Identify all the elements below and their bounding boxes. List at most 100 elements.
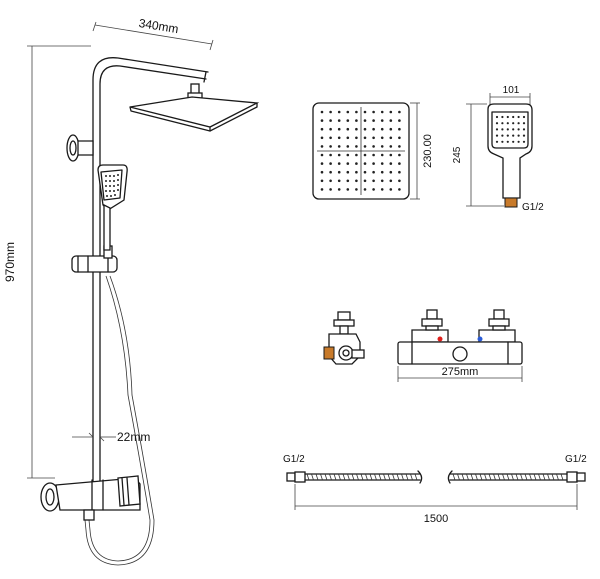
nozzle-dot [346,153,350,157]
nozzle-dot [512,128,515,131]
rail-diameter-label: 22mm [117,430,150,444]
shower-head-top-view: 230.00 [312,102,434,200]
nozzle-dot [355,170,358,174]
hand-shower-on-column [97,164,128,251]
shower-hose: G1/2 G1/2 1500 [283,454,587,525]
nozzle-dot [320,170,324,174]
hose-thread-right-label: G1/2 [565,454,587,465]
nozzle-dot [355,145,358,148]
nozzle-dot [355,162,358,165]
nozzle-dot [337,136,341,140]
nozzle-dot [389,188,393,191]
nozzle-dot [329,170,332,174]
hose-length-label: 1500 [424,513,448,525]
hose-rib [315,473,319,481]
nozzle-dot [346,179,350,183]
shower-column: 340mm [3,16,260,566]
nozzle-dot [363,179,367,183]
hand-shower-nozzles [105,174,119,197]
hose-loop [87,275,151,562]
hose-rib [556,473,559,481]
nozzle-dot [389,110,393,114]
hose-thread-left-label: G1/2 [283,454,305,465]
nozzle-dot [398,145,401,148]
hose-rib [466,473,469,481]
hose-rib [529,473,532,481]
hose-rib [457,473,460,481]
nozzle-dot [380,162,384,165]
hose-rib [360,473,364,481]
nozzle-dot [512,122,515,125]
nozzle-dot [320,162,324,165]
hose-rib [479,473,483,481]
cold-marker [477,336,483,342]
nozzle-dot [329,136,332,140]
nozzle-dot [512,134,515,137]
hose-rib [551,473,555,481]
wall-bracket [66,134,94,162]
nozzle-dot [329,162,332,165]
nozzle-dot [337,110,341,114]
hose-rib [461,473,465,481]
nozzle-dot [398,119,401,122]
hose-rib [452,473,456,481]
nozzle-dot [380,179,384,183]
hose-rib [470,473,474,481]
hose-rib [342,473,346,481]
hose-rib [488,473,492,481]
nozzle-dot [372,145,375,148]
nozzle-dot [329,110,332,114]
nozzle-dot [506,115,509,119]
nozzle-dot [501,128,504,131]
arm-width-dimension: 340mm [92,16,214,51]
nozzle-dot [380,127,384,131]
nozzle-dot [346,145,350,148]
nozzle-dot [337,127,341,131]
nozzle-dot [380,145,384,148]
nozzle-dot [501,122,504,125]
hose-rib [533,473,537,481]
nozzle-dot [372,153,375,157]
hose-rib [502,473,505,481]
nozzle-dot [389,179,393,183]
arm-width-label: 340mm [138,16,180,36]
nozzle-dot [501,134,504,137]
nozzle-dot [522,128,526,131]
hose-rib [520,473,523,481]
total-height-dimension: 970mm [3,45,91,479]
nozzle-dot [372,110,375,114]
nozzle-dot [506,140,509,143]
nozzle-dot [512,115,515,119]
hose-rib [524,473,528,481]
nozzle-dot [346,136,350,140]
nozzle-dot [372,119,375,122]
hand-front-nozzles [495,115,526,143]
hose-rib [365,473,368,481]
nozzle-dot [380,170,384,174]
nozzle-dot [355,188,358,191]
nozzle-dot [320,127,324,131]
hose-rib [405,473,409,481]
hose-rib [547,473,550,481]
nozzle-dot [363,162,367,165]
nozzle-dot [517,128,520,131]
head-nozzles [320,110,401,191]
nozzle-dot [495,122,499,125]
side-inlet-fitting [323,346,335,360]
column-mixer [40,475,141,521]
nozzle-dot [389,170,393,174]
nozzle-dot [495,140,499,143]
nozzle-dot [329,188,332,191]
nozzle-dot [398,179,401,183]
nozzle-dot [355,179,358,183]
nozzle-dot [346,127,350,131]
hose-rib [392,473,395,481]
hose-rib [493,473,496,481]
nozzle-dot [355,153,358,157]
nozzle-dot [363,188,367,191]
nozzle-dot [320,110,324,114]
hose-rib [311,473,314,481]
nozzle-dot [506,122,509,125]
nozzle-dot [329,145,332,148]
